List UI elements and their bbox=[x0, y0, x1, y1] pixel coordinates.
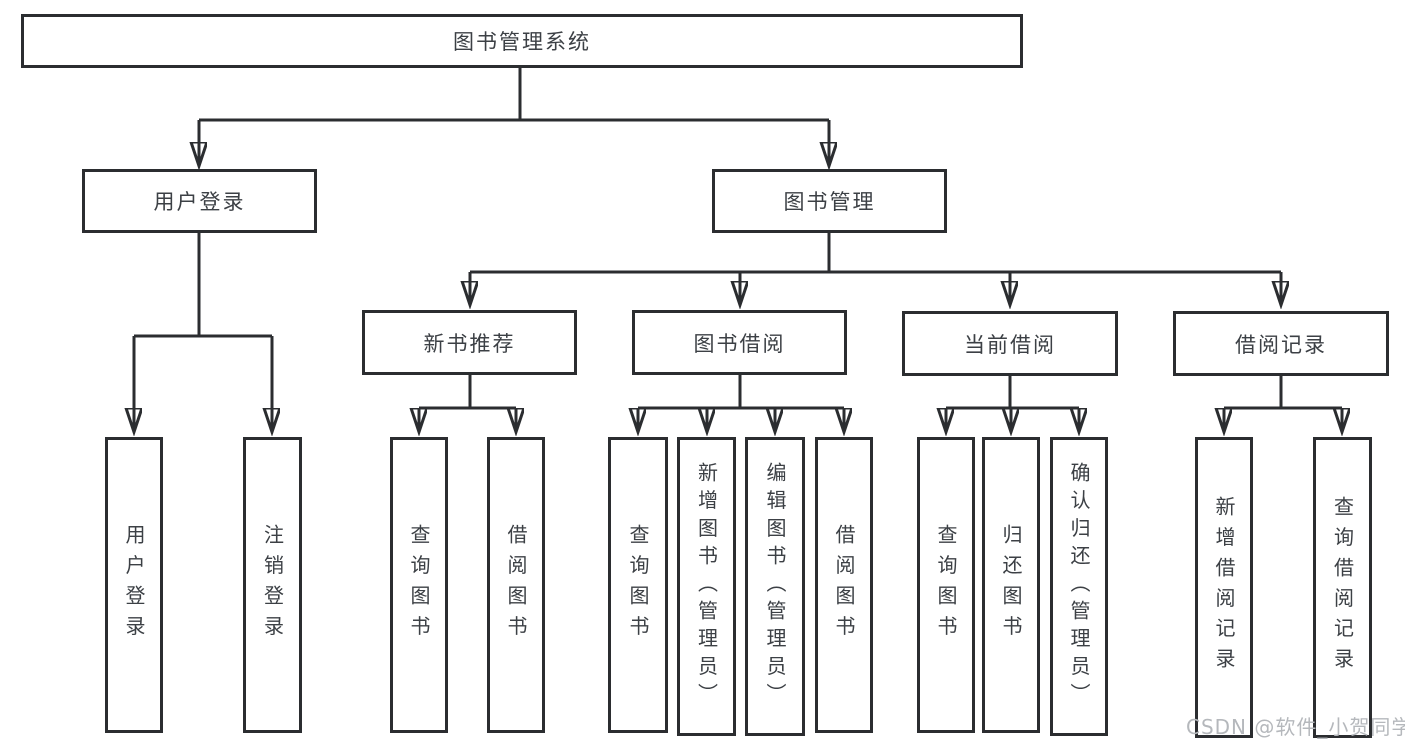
node-root-label: 图书管理系统 bbox=[453, 30, 591, 54]
node-root: 图书管理系统 bbox=[21, 14, 1023, 68]
node-new-books-label: 新书推荐 bbox=[423, 331, 516, 356]
leaf-newbooks-query: 查询图书 bbox=[390, 437, 448, 733]
leaf-bookborrow-query-label: 查询图书 bbox=[626, 524, 650, 646]
node-current-borrow: 当前借阅 bbox=[902, 311, 1118, 376]
node-borrow-records: 借阅记录 bbox=[1173, 311, 1389, 376]
leaf-newbooks-borrow-label: 借阅图书 bbox=[504, 524, 528, 646]
leaf-bookborrow-edit: 编辑图书（管理员） bbox=[745, 437, 805, 736]
leaf-records-add-label: 新增借阅记录 bbox=[1212, 496, 1236, 679]
leaf-logout: 注销登录 bbox=[243, 437, 302, 733]
leaf-bookborrow-edit-label: 编辑图书（管理员） bbox=[763, 462, 787, 711]
leaf-newbooks-query-label: 查询图书 bbox=[407, 524, 431, 646]
node-book-mgmt-label: 图书管理 bbox=[783, 190, 876, 214]
leaf-bookborrow-query: 查询图书 bbox=[608, 437, 668, 733]
node-user-login: 用户登录 bbox=[82, 169, 317, 233]
leaf-logout-label: 注销登录 bbox=[260, 524, 285, 646]
leaf-currentborrow-return: 归还图书 bbox=[982, 437, 1040, 733]
leaf-currentborrow-query: 查询图书 bbox=[917, 437, 975, 733]
leaf-bookborrow-borrow: 借阅图书 bbox=[815, 437, 873, 733]
leaf-bookborrow-borrow-label: 借阅图书 bbox=[832, 524, 856, 646]
leaf-newbooks-borrow: 借阅图书 bbox=[487, 437, 545, 733]
node-book-borrow: 图书借阅 bbox=[632, 310, 847, 375]
leaf-currentborrow-confirm-label: 确认归还（管理员） bbox=[1067, 462, 1091, 711]
node-new-books: 新书推荐 bbox=[362, 310, 577, 375]
node-borrow-records-label: 借阅记录 bbox=[1235, 332, 1327, 357]
leaf-currentborrow-confirm: 确认归还（管理员） bbox=[1050, 437, 1108, 736]
leaf-user-login-label: 用户登录 bbox=[122, 524, 146, 646]
leaf-currentborrow-return-label: 归还图书 bbox=[999, 524, 1023, 646]
node-book-mgmt: 图书管理 bbox=[712, 169, 947, 233]
leaf-currentborrow-query-label: 查询图书 bbox=[934, 524, 958, 646]
node-book-borrow-label: 图书借阅 bbox=[693, 331, 786, 356]
node-user-login-label: 用户登录 bbox=[153, 190, 246, 214]
leaf-bookborrow-add: 新增图书（管理员） bbox=[677, 437, 736, 736]
leaf-records-add: 新增借阅记录 bbox=[1195, 437, 1253, 738]
leaf-bookborrow-add-label: 新增图书（管理员） bbox=[694, 462, 719, 711]
leaf-user-login: 用户登录 bbox=[105, 437, 163, 733]
leaf-records-query-label: 查询借阅记录 bbox=[1330, 496, 1355, 679]
node-current-borrow-label: 当前借阅 bbox=[964, 332, 1056, 357]
watermark: CSDN @软件_小贺同学 bbox=[1186, 715, 1405, 739]
leaf-records-query: 查询借阅记录 bbox=[1313, 437, 1372, 738]
